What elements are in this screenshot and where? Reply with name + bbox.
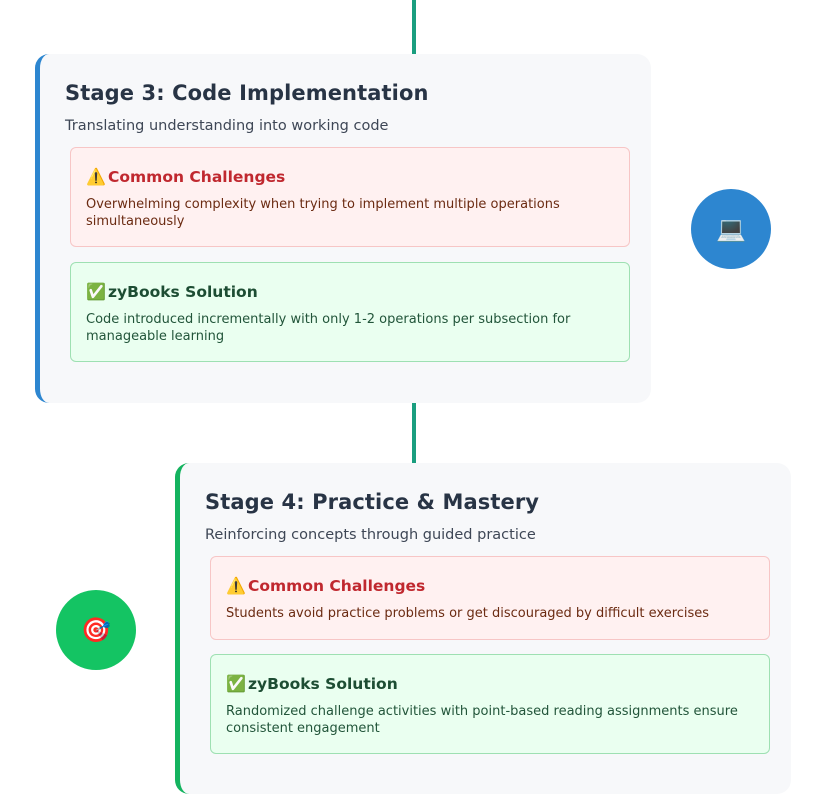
solution-box: ✅ zyBooks Solution Code introduced incre…: [70, 262, 630, 362]
warning-icon: ⚠️: [86, 167, 106, 186]
solution-box: ✅ zyBooks Solution Randomized challenge …: [210, 654, 770, 754]
warning-icon: ⚠️: [226, 576, 246, 595]
challenge-heading: ⚠️ Common Challenges: [226, 576, 754, 596]
check-mark-icon: ✅: [226, 674, 246, 693]
challenge-text: Students avoid practice problems or get …: [226, 606, 710, 621]
challenge-title: Common Challenges: [108, 168, 286, 186]
solution-title: zyBooks Solution: [248, 675, 398, 693]
check-mark-icon: ✅: [86, 282, 106, 301]
challenge-text: Overwhelming complexity when trying to i…: [86, 197, 560, 229]
stage-3-card: Stage 3: Code Implementation Translating…: [35, 54, 651, 403]
stage-title: Stage 3: Code Implementation: [65, 81, 429, 105]
laptop-icon: 💻: [716, 215, 746, 243]
stage-4-badge: 🎯: [56, 590, 136, 670]
challenge-box: ⚠️ Common Challenges Students avoid prac…: [210, 556, 770, 640]
target-icon: 🎯: [81, 616, 111, 644]
stage-subtitle: Translating understanding into working c…: [65, 118, 389, 134]
solution-heading: ✅ zyBooks Solution: [226, 674, 754, 694]
stage-4-card: Stage 4: Practice & Mastery Reinforcing …: [175, 463, 791, 794]
timeline-connector-top: [412, 0, 416, 54]
challenge-title: Common Challenges: [248, 577, 426, 595]
solution-title: zyBooks Solution: [108, 283, 258, 301]
timeline-connector-middle: [412, 403, 416, 463]
challenge-heading: ⚠️ Common Challenges: [86, 167, 614, 187]
solution-text: Randomized challenge activities with poi…: [226, 704, 738, 736]
challenge-box: ⚠️ Common Challenges Overwhelming comple…: [70, 147, 630, 247]
stage-subtitle: Reinforcing concepts through guided prac…: [205, 527, 536, 543]
stage-title: Stage 4: Practice & Mastery: [205, 490, 540, 514]
solution-text: Code introduced incrementally with only …: [86, 312, 571, 344]
stage-3-badge: 💻: [691, 189, 771, 269]
solution-heading: ✅ zyBooks Solution: [86, 282, 614, 302]
